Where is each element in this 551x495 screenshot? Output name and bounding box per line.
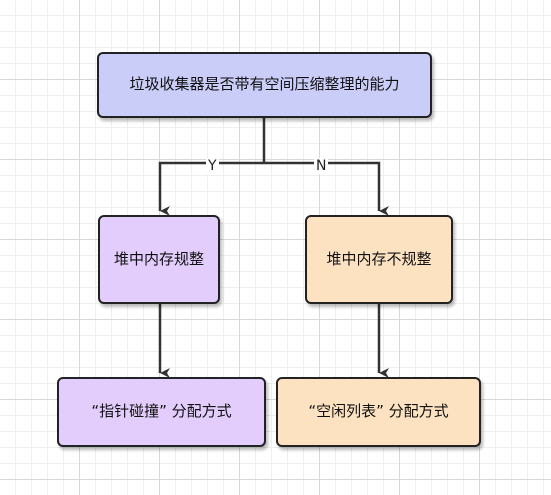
node-heap-irregular-label: 堆中内存不规整 <box>326 249 432 268</box>
node-heap-irregular: 堆中内存不规整 <box>305 215 453 304</box>
node-bump-pointer-allocation: “指针碰撞” 分配方式 <box>57 377 266 447</box>
node-heap-regular-label: 堆中内存规整 <box>113 249 204 268</box>
node-bump-pointer-label: “指针碰撞” 分配方式 <box>91 402 232 421</box>
edge-label-no: N <box>314 158 329 174</box>
node-heap-regular: 堆中内存规整 <box>98 215 220 304</box>
edge-label-yes: Y <box>206 158 219 174</box>
decision-node-label: 垃圾收集器是否带有空间压缩整理的能力 <box>129 75 400 94</box>
node-free-list-label: “空闲列表” 分配方式 <box>308 402 449 421</box>
decision-node-compaction: 垃圾收集器是否带有空间压缩整理的能力 <box>97 52 432 118</box>
node-free-list-allocation: “空闲列表” 分配方式 <box>276 377 481 447</box>
edge-yes-to-regular <box>158 161 264 216</box>
edge-no-to-irregular <box>264 161 389 216</box>
